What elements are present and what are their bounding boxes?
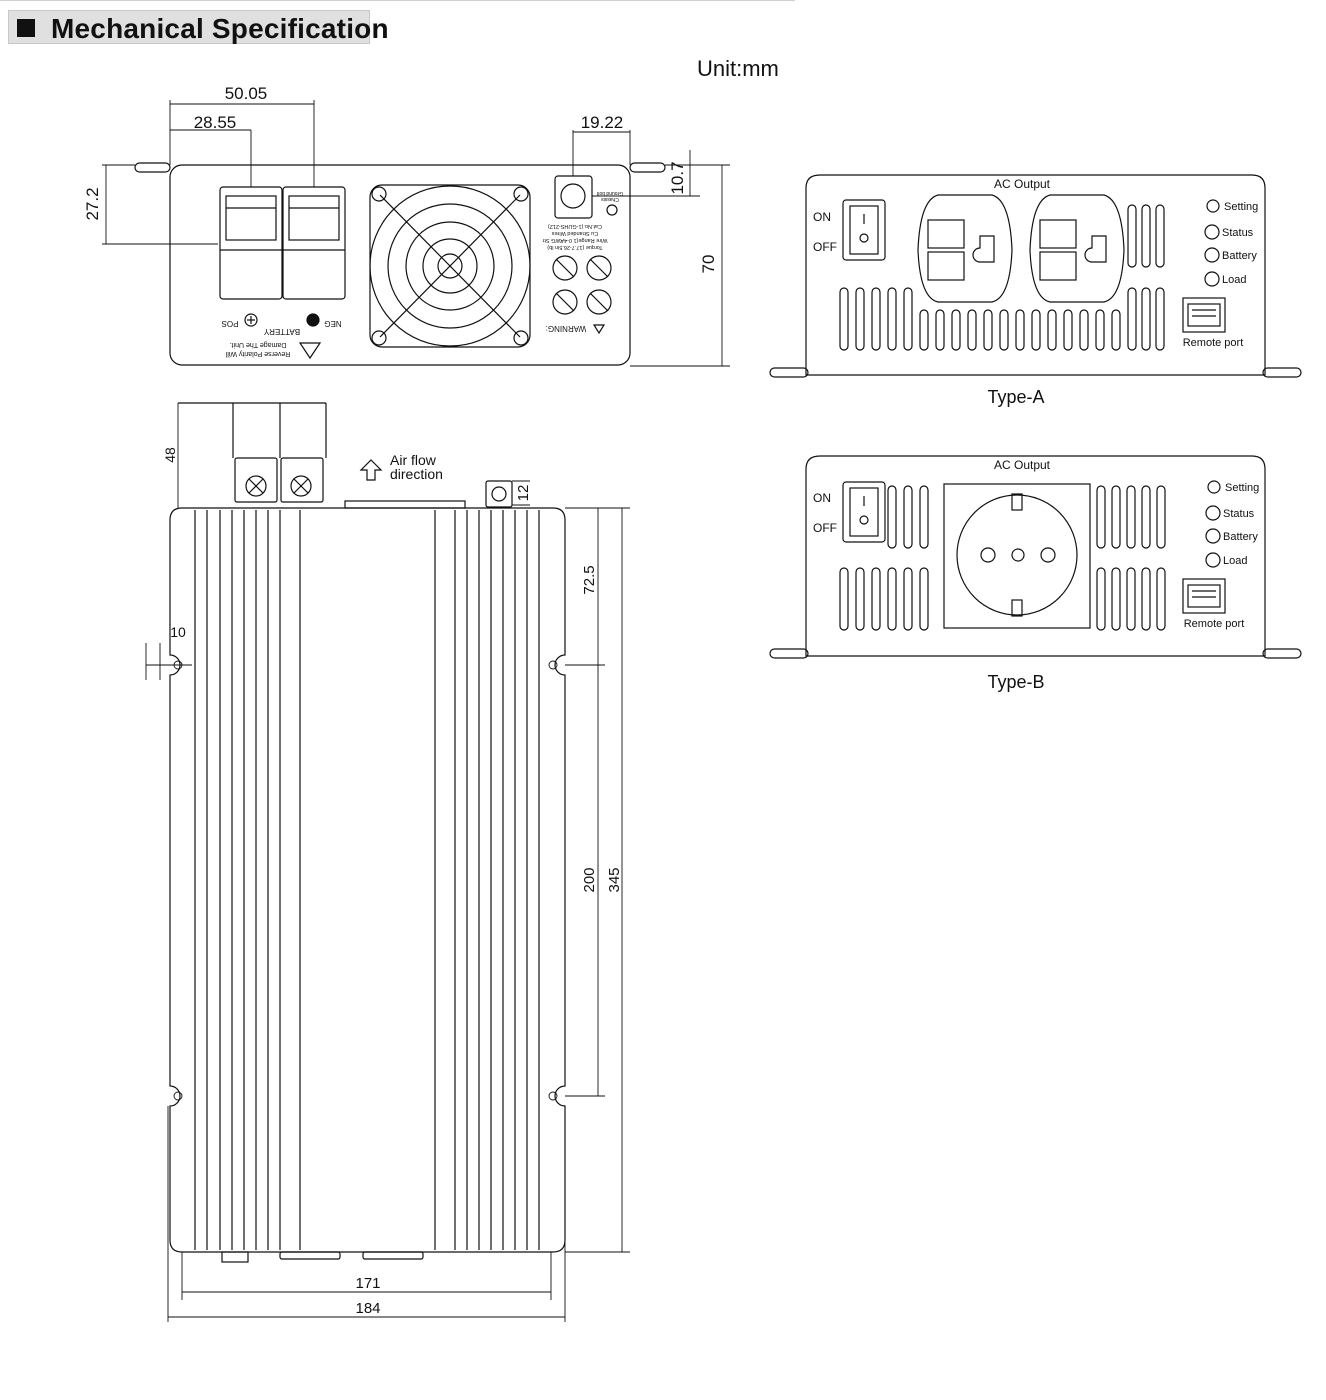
label-spec-2: Cu Stranded Wires — [552, 230, 599, 236]
dim-10: 10 — [170, 624, 186, 640]
type-b-caption: Type-B — [987, 672, 1044, 692]
square-bullet-icon — [17, 19, 35, 37]
dim-48: 48 — [162, 447, 178, 463]
fan-grille-icon — [369, 184, 531, 348]
type-b-outline — [805, 455, 1266, 657]
label-pos: POS — [222, 319, 239, 328]
front-panel-outline — [169, 164, 631, 366]
label-chassis-1: Chassis — [601, 196, 619, 202]
type-a-remote-port-icon — [1182, 297, 1226, 333]
type-b-schuko-outlet — [943, 483, 1091, 629]
dim-19-22: 19.22 — [581, 113, 624, 132]
type-a-led-battery — [1204, 247, 1220, 263]
warning-pictograms — [298, 255, 612, 360]
dim-12: 12 — [515, 485, 532, 502]
type-a-power-switch — [842, 199, 886, 261]
dim-345: 345 — [606, 867, 623, 892]
neg-symbol-icon — [306, 313, 320, 327]
section-header: Mechanical Specification — [8, 10, 389, 44]
type-b-setting-label: Setting — [1225, 482, 1259, 494]
type-b-on-label: ON — [813, 491, 831, 505]
type-b-load-label: Load — [1223, 555, 1247, 567]
dim-70: 70 — [699, 255, 718, 274]
ground-bolt — [554, 175, 618, 219]
type-a-us-outlets — [917, 194, 1125, 303]
dim-10-7: 10.7 — [668, 161, 687, 194]
top-ground-bolt — [485, 480, 513, 508]
label-reverse-2: Damage The Unit. — [230, 341, 287, 348]
type-b-led-setting — [1207, 480, 1221, 494]
type-b-vents — [839, 485, 1166, 631]
label-reverse-1: Reverse Polarity Will — [225, 350, 290, 357]
type-b-ac-output: AC Output — [994, 458, 1051, 472]
type-a-led-status — [1204, 224, 1220, 240]
right-mount-flange — [629, 162, 666, 173]
dim-72-5: 72.5 — [581, 565, 598, 594]
airflow-arrow-icon — [359, 459, 383, 481]
type-b-battery-label: Battery — [1223, 531, 1258, 543]
dim-171: 171 — [355, 1275, 380, 1292]
type-a-ac-output: AC Output — [994, 177, 1051, 191]
pos-symbol-icon — [244, 313, 258, 327]
type-a-outline — [805, 174, 1266, 376]
left-mount-flange — [134, 162, 171, 173]
label-neg: NEG — [324, 319, 341, 328]
battery-terminals — [219, 186, 346, 300]
type-b-led-status — [1205, 505, 1221, 521]
label-spec-1: Cat.No.(1-GUHS-212) — [548, 223, 602, 229]
type-b-power-switch — [842, 481, 886, 543]
label-spec-4: Torque (17.7-26.5in lb) — [547, 244, 603, 250]
bottom-connector-3 — [362, 1251, 424, 1260]
type-a-off-label: OFF — [813, 240, 837, 254]
top-view — [145, 402, 630, 1322]
type-a-panel — [769, 174, 1302, 378]
type-b-led-battery — [1205, 528, 1221, 544]
type-b-remote-port-icon — [1182, 578, 1226, 614]
type-b-remote-label: Remote port — [1184, 618, 1245, 630]
type-a-caption: Type-A — [987, 387, 1044, 407]
label-chassis-2: Ground bolt — [596, 190, 623, 196]
front-view — [102, 100, 730, 367]
label-spec-3: Wire Range(1 0-4AWG Str — [542, 237, 607, 243]
fan-edge — [344, 500, 466, 509]
unit-label: Unit:mm — [697, 56, 779, 81]
reverse-polarity-warning-icon — [298, 342, 322, 360]
top-rule — [0, 0, 795, 1]
type-a-load-label: Load — [1222, 274, 1246, 286]
dim-200: 200 — [581, 867, 598, 892]
dim-28-55: 28.55 — [194, 113, 237, 132]
type-a-on-label: ON — [813, 210, 831, 224]
type-b-panel — [769, 455, 1302, 659]
type-b-status-label: Status — [1223, 508, 1255, 520]
type-b-off-label: OFF — [813, 521, 837, 535]
type-a-battery-label: Battery — [1222, 250, 1257, 262]
type-a-remote-label: Remote port — [1183, 337, 1244, 349]
section-title: Mechanical Specification — [51, 13, 389, 44]
type-a-vents — [839, 204, 1165, 351]
type-a-led-setting — [1206, 199, 1220, 213]
chassis-outline — [169, 507, 566, 1253]
bottom-connector-1 — [221, 1251, 249, 1263]
dim-27-2: 27.2 — [83, 187, 102, 220]
top-battery-terminals — [178, 402, 327, 503]
type-a-setting-label: Setting — [1224, 201, 1258, 213]
label-warning: WARNING: — [546, 324, 587, 333]
type-a-status-label: Status — [1222, 227, 1254, 239]
label-battery: BATTERY — [263, 327, 300, 336]
warning-triangle-icon — [592, 324, 606, 335]
airflow-label-2: direction — [390, 466, 443, 482]
heatsink-fins — [194, 510, 540, 1250]
bottom-connector-2 — [279, 1251, 341, 1260]
dim-50-05: 50.05 — [225, 84, 268, 103]
type-b-led-load — [1205, 552, 1221, 568]
type-a-led-load — [1204, 271, 1220, 287]
dim-184: 184 — [355, 1300, 380, 1317]
airflow-label-1: Air flow — [390, 452, 437, 468]
